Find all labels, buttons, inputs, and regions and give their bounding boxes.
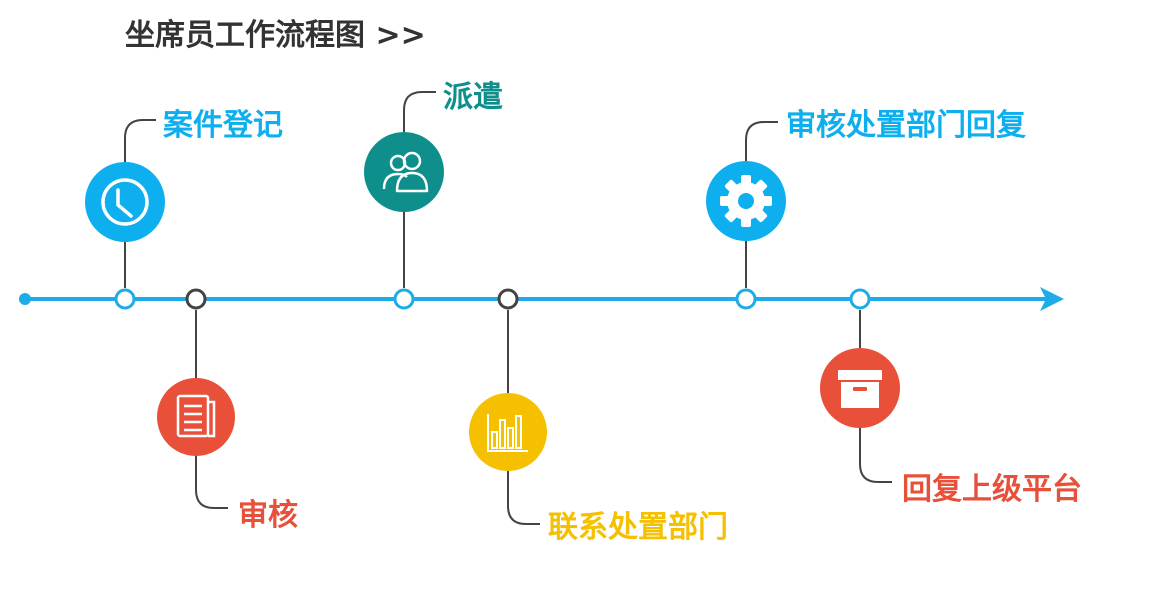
step-5-node [706, 161, 786, 241]
step-4-node [469, 393, 547, 471]
step-2-circle [157, 378, 235, 456]
step-6-node [820, 348, 900, 428]
step-3-circle [364, 132, 444, 212]
axis-marker-step-1 [114, 288, 136, 310]
axis-marker-step-5 [735, 288, 757, 310]
step-6-label: 回复上级平台 [902, 472, 1082, 507]
axis-marker-step-6 [849, 288, 871, 310]
document-icon [176, 394, 216, 438]
step-1-node [85, 162, 165, 242]
timeline-start-dot [19, 293, 31, 305]
step-2-node [157, 378, 235, 456]
connector-step-4 [507, 310, 540, 525]
clock-icon [101, 178, 149, 226]
step-5-label: 审核处置部门回复 [786, 108, 1026, 143]
connector-step-5 [745, 121, 778, 288]
archive-box-icon [838, 370, 882, 408]
step-3-node [364, 132, 444, 212]
connector-step-6 [859, 310, 892, 483]
users-icon [382, 151, 429, 193]
gear-icon [720, 175, 772, 227]
connector-step-3 [403, 91, 436, 288]
axis-marker-step-4 [497, 288, 519, 310]
step-1-label: 案件登记 [163, 108, 283, 143]
axis-marker-step-3 [393, 288, 415, 310]
page-title: 坐席员工作流程图 >> [125, 18, 426, 53]
step-4-label: 联系处置部门 [548, 510, 728, 545]
connector-step-1 [124, 119, 156, 288]
axis-marker-step-2 [185, 288, 207, 310]
connector-step-2 [195, 310, 228, 509]
step-1-circle [85, 162, 165, 242]
step-3-label: 派遣 [443, 80, 503, 115]
step-2-label: 审核 [238, 498, 298, 533]
timeline-arrowhead [1040, 287, 1064, 311]
bar-chart-icon [487, 414, 528, 452]
